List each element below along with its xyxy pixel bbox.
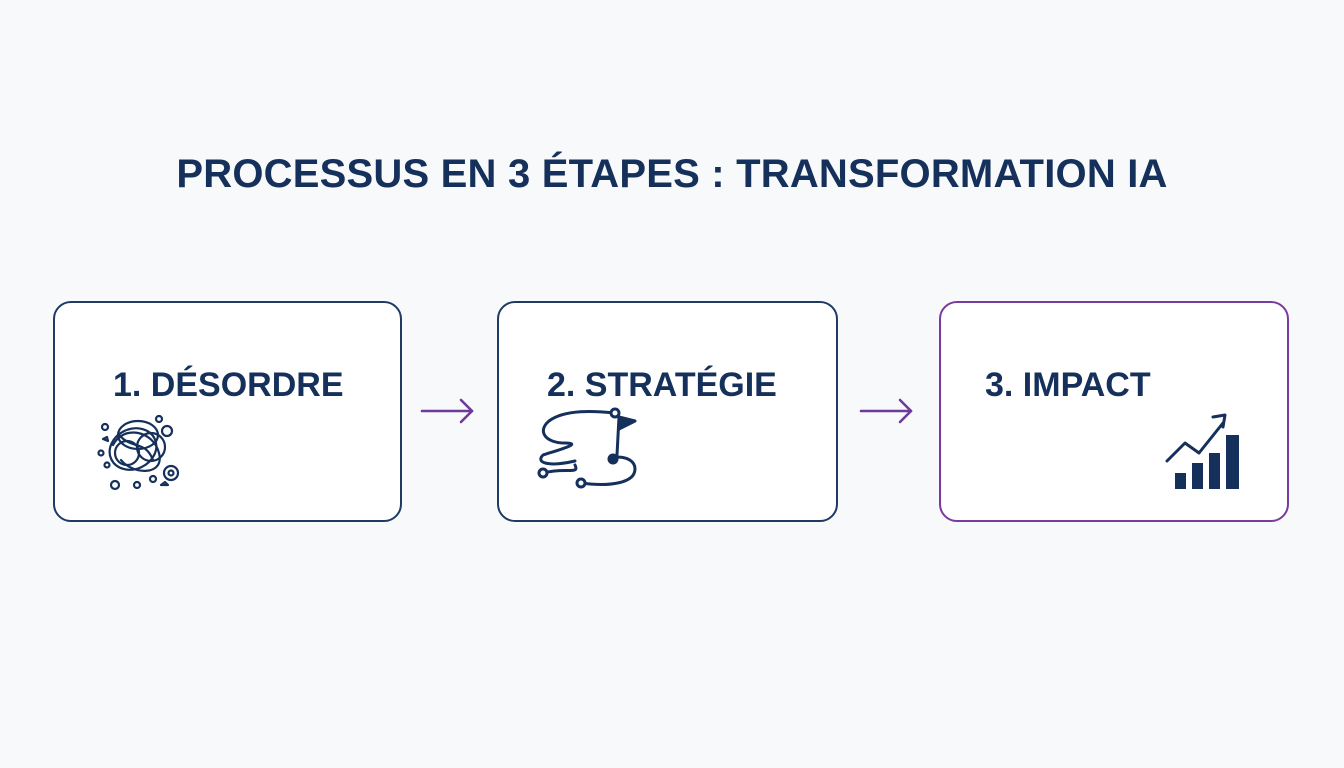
step-label: 2. STRATÉGIE [547, 366, 777, 404]
step-label: 3. IMPACT [985, 366, 1151, 404]
arrow-right-icon [859, 398, 913, 424]
chaos-tangle-icon [97, 414, 180, 491]
winding-path-flag-icon [537, 407, 637, 489]
arrow-right-icon [420, 398, 474, 424]
page-title: PROCESSUS EN 3 ÉTAPES : TRANSFORMATION I… [176, 152, 1168, 196]
step-card-impact: 3. IMPACT [939, 301, 1289, 522]
step-card-strategie: 2. STRATÉGIE [497, 301, 838, 522]
step-label: 1. DÉSORDRE [113, 366, 344, 404]
step-card-desordre: 1. DÉSORDRE [53, 301, 402, 522]
growth-bar-chart-icon [1165, 413, 1239, 489]
